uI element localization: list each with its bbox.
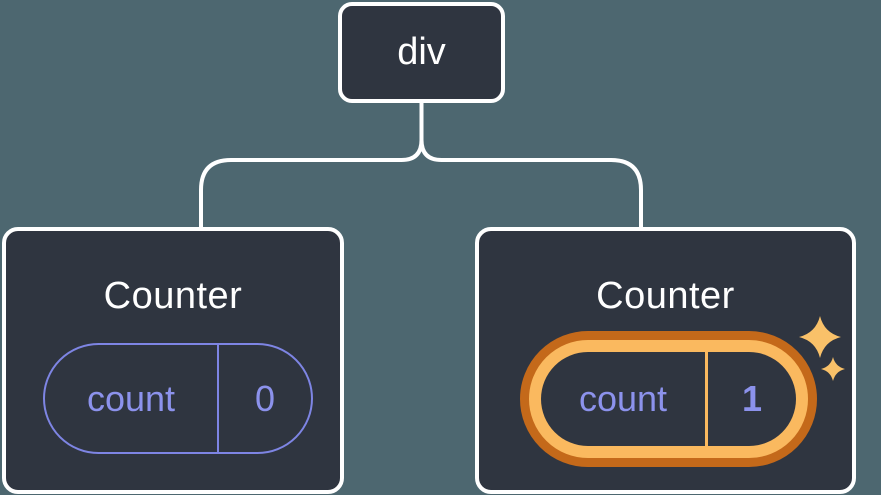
- connector-left-branch: [199, 99, 424, 231]
- component-title: Counter: [103, 275, 243, 317]
- state-key-label: count: [578, 378, 668, 419]
- state-key-cell: count: [541, 352, 708, 446]
- state-value: 1: [741, 378, 763, 419]
- state-pill-highlight-ring: count 1: [520, 331, 817, 467]
- sparkles-icon: [799, 316, 845, 381]
- state-pill: count 0: [43, 343, 313, 454]
- counter-card-right: Counter count 1: [475, 227, 856, 494]
- state-value-cell: 1: [708, 352, 796, 446]
- sparkle-large: [799, 316, 841, 358]
- state-key-cell: count: [45, 345, 219, 452]
- component-title: Counter: [596, 275, 735, 317]
- state-value: 0: [254, 377, 276, 419]
- state-key-label: count: [86, 377, 176, 419]
- root-node-label: div: [397, 31, 446, 73]
- root-node-div: div: [338, 2, 505, 103]
- counter-card-left: Counter count 0: [2, 227, 344, 494]
- state-value-cell: 0: [219, 345, 311, 452]
- connector-right-branch: [419, 99, 643, 231]
- state-pill: count 1: [541, 352, 796, 446]
- sparkle-small: [821, 357, 845, 381]
